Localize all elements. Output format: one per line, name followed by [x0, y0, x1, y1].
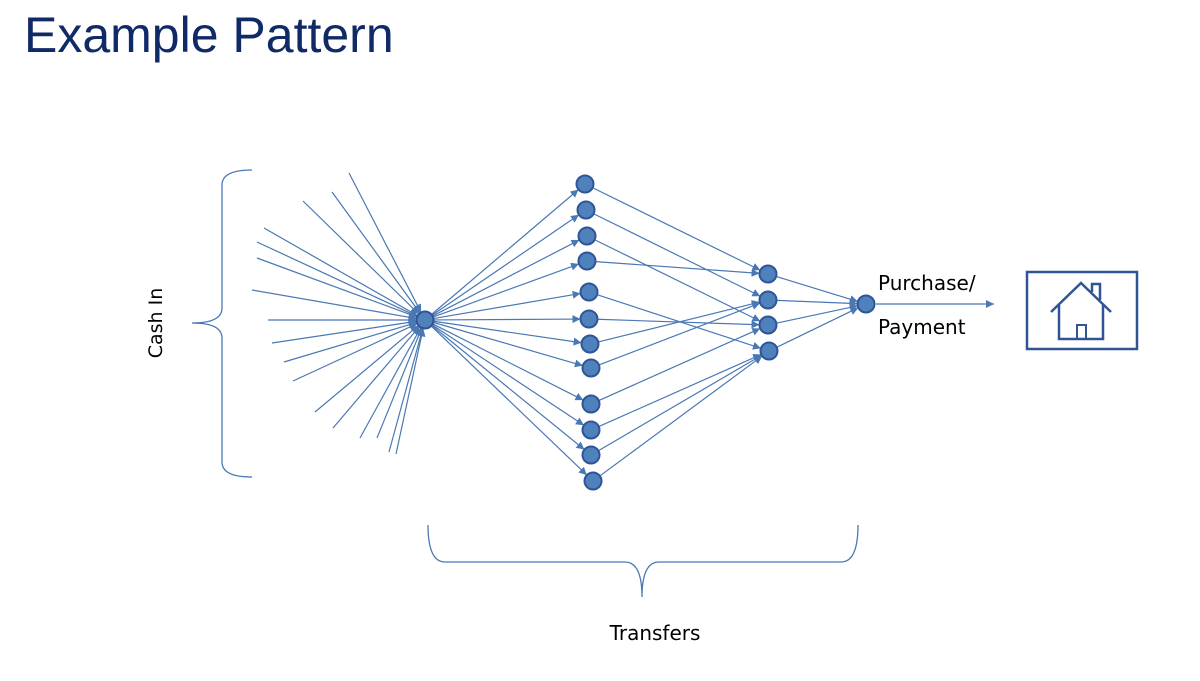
account-to-account-edge: [598, 300, 760, 343]
cash-in-edge: [376, 327, 423, 439]
cash-in-brace: [191, 169, 253, 478]
cash-in-edge: [314, 324, 419, 413]
cash-in-edge: [283, 320, 418, 363]
cash-in-edge: [395, 328, 426, 455]
hub-to-account-edge: [433, 315, 581, 324]
house-icon: [1025, 270, 1139, 351]
cash-in-edge: [332, 326, 420, 429]
transfers-brace: [427, 524, 859, 598]
hub-to-account-edge: [432, 321, 584, 368]
transfer-node-layer2: [758, 315, 778, 335]
transfer-node-layer1: [581, 445, 601, 465]
hub-to-account-edge: [432, 239, 580, 317]
payment-node: [856, 294, 876, 314]
transfer-node-layer1: [581, 420, 601, 440]
transfer-node-layer2: [758, 264, 778, 284]
account-to-account-edge: [598, 327, 761, 402]
hub-to-account-edge: [432, 323, 584, 401]
hub-to-account-edge: [431, 324, 585, 451]
account-to-account-edge: [598, 302, 761, 366]
cash-in-edge: [331, 191, 421, 314]
account-to-payment-edge: [776, 303, 858, 324]
transfer-node-layer1: [577, 251, 597, 271]
hub-to-account-edge: [430, 325, 588, 476]
account-to-account-edge: [598, 353, 762, 428]
transfer-node-layer1: [583, 471, 603, 491]
transfer-node-layer2: [759, 341, 779, 361]
cash-in-edge: [271, 318, 417, 344]
cash-in-edge: [251, 289, 417, 322]
hub-to-account-edge: [433, 290, 581, 320]
account-to-account-edge: [595, 261, 760, 277]
purchase-label: Purchase/: [878, 271, 976, 295]
account-to-payment-edge: [776, 307, 859, 348]
hub-to-account-edge: [431, 324, 585, 426]
transfer-node-layer1: [580, 334, 600, 354]
hub-to-account-edge: [431, 214, 580, 316]
transfer-node-layer1: [577, 226, 597, 246]
cash-in-edge: [348, 172, 422, 313]
hub-to-account-edge: [433, 320, 582, 346]
cash-in-edge: [263, 227, 418, 317]
cash-in-edge: [256, 241, 418, 317]
account-to-account-edge: [593, 213, 761, 297]
cash-in-edge: [256, 257, 418, 319]
transfer-node-layer1: [579, 282, 599, 302]
transfer-node-layer1: [575, 174, 595, 194]
transfers-label: Transfers: [609, 621, 701, 645]
transfer-node-layer1: [576, 200, 596, 220]
cash-in-edge: [359, 327, 422, 439]
transfer-node-layer2: [758, 290, 778, 310]
account-to-account-edge: [598, 354, 762, 452]
hub-node: [415, 310, 435, 330]
transfer-node-layer1: [579, 309, 599, 329]
payment-label: Payment: [878, 315, 966, 339]
hub-to-account-edge: [431, 189, 579, 315]
edges-group: [251, 172, 859, 477]
account-to-payment-edge: [776, 299, 858, 308]
nodes-group: [415, 174, 876, 491]
cash-in-label: Cash In: [145, 288, 167, 359]
cash-in-edge: [388, 328, 425, 453]
cash-in-edge: [292, 323, 418, 382]
cash-in-edge: [302, 200, 420, 315]
transfer-node-layer1: [581, 358, 601, 378]
account-to-account-edge: [594, 239, 761, 322]
hub-to-account-edge: [432, 262, 580, 318]
transfer-node-layer1: [581, 394, 601, 414]
account-to-payment-edge: [775, 275, 859, 303]
page-title: Example Pattern: [24, 7, 394, 63]
account-to-account-edge: [592, 187, 761, 271]
account-to-account-edge: [599, 355, 763, 477]
